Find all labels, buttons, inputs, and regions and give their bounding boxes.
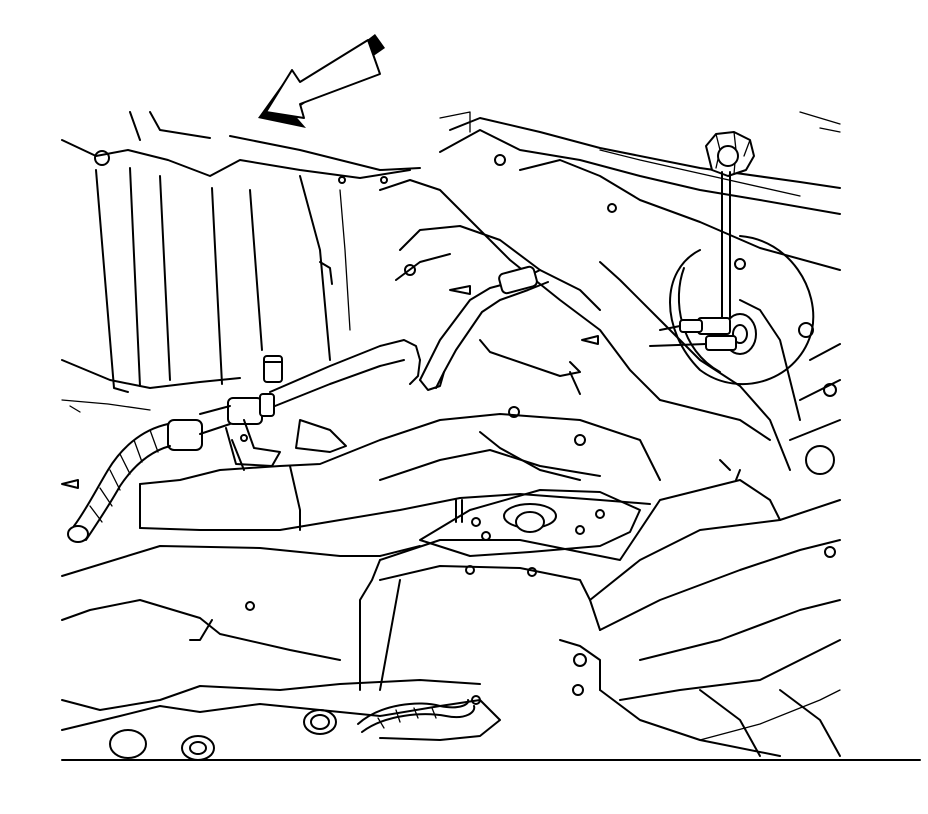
lower-crossmember (359, 459, 841, 691)
valve-fitting (649, 313, 757, 355)
fasteners (61, 176, 599, 489)
floor-panel (61, 599, 921, 761)
upper-panel (61, 111, 841, 271)
connector-clip-icon (705, 131, 755, 331)
direction-arrow-icon (258, 34, 385, 128)
frame-rail (61, 339, 661, 577)
lower-right-suspension (471, 546, 841, 757)
spring-seat (419, 489, 641, 557)
left-support-column (61, 167, 351, 393)
hose-assembly (61, 265, 549, 543)
